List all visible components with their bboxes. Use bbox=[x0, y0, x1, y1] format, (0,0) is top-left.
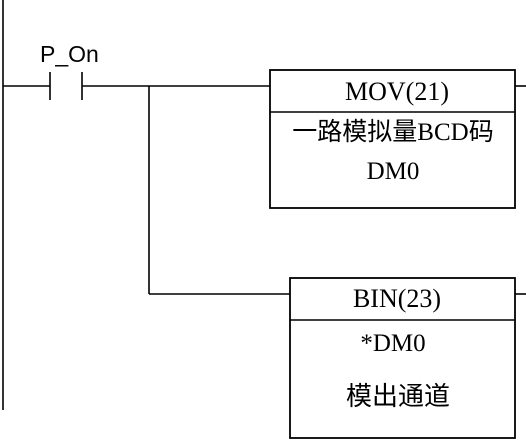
contact-p-on[interactable]: P_On bbox=[3, 41, 99, 100]
mov-instruction-block[interactable]: MOV(21) 一路模拟量BCD码 DM0 bbox=[269, 69, 516, 209]
bin-instruction-block[interactable]: BIN(23) *DM0 模出通道 bbox=[289, 277, 516, 439]
mov-source-operand: 一路模拟量BCD码 bbox=[292, 118, 493, 146]
bin-source-operand: *DM0 bbox=[360, 330, 425, 357]
mov-instruction-name: MOV(21) bbox=[345, 77, 449, 106]
mov-destination-operand: DM0 bbox=[367, 158, 420, 185]
contact-label: P_On bbox=[40, 41, 99, 67]
bin-instruction-name: BIN(23) bbox=[353, 284, 441, 313]
bin-destination-operand: 模出通道 bbox=[346, 382, 450, 411]
